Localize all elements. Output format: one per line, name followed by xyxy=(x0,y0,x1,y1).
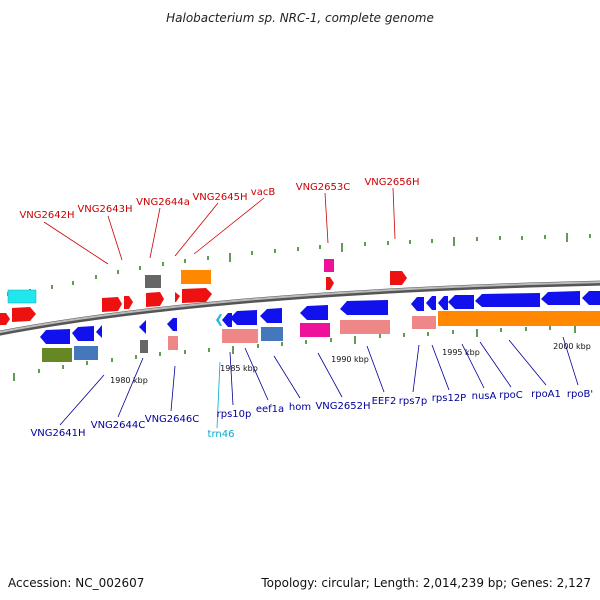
gene-label[interactable]: eef1a xyxy=(256,404,284,415)
bottom-leader-lines xyxy=(59,336,579,426)
trna-leader-line xyxy=(216,361,221,429)
trna-label[interactable]: trn46 xyxy=(208,429,235,440)
gene-feature[interactable] xyxy=(216,314,222,326)
gene-feature[interactable] xyxy=(340,300,388,315)
gene-feature[interactable] xyxy=(412,316,436,329)
scale-tick-label: 1990 kbp xyxy=(331,355,369,364)
gene-feature[interactable] xyxy=(175,292,180,302)
gene-feature[interactable] xyxy=(541,291,580,305)
accession-text: Accession: NC_002607 xyxy=(8,576,144,590)
gene-label[interactable]: VNG2644C xyxy=(91,420,146,431)
gene-feature[interactable] xyxy=(475,293,540,307)
gene-label[interactable]: nusA xyxy=(472,391,497,402)
gene-label[interactable]: rpoB' xyxy=(567,389,593,400)
map-title: Halobacterium sp. NRC-1, complete genome xyxy=(166,11,434,25)
gene-feature[interactable] xyxy=(74,346,98,360)
gene-label[interactable]: VNG2643H xyxy=(77,204,132,215)
gene-label[interactable]: VNG2652H xyxy=(315,401,370,412)
gene-feature[interactable] xyxy=(12,307,36,322)
gene-label[interactable]: vacB xyxy=(251,187,276,198)
scale-tick-label: 2000 kbp xyxy=(553,342,591,351)
gene-feature[interactable] xyxy=(40,329,70,344)
gene-feature[interactable] xyxy=(582,291,600,305)
gene-feature[interactable] xyxy=(167,318,177,331)
gene-feature[interactable] xyxy=(140,340,148,353)
gene-label[interactable]: VNG2656H xyxy=(364,177,419,188)
gene-label[interactable]: rps10p xyxy=(217,409,252,420)
gene-feature[interactable] xyxy=(181,270,211,284)
gene-feature[interactable] xyxy=(426,296,436,310)
gene-feature[interactable] xyxy=(0,313,10,325)
gene-label[interactable]: VNG2641H xyxy=(30,428,85,439)
topology-text: Topology: circular; Length: 2,014,239 bp… xyxy=(260,576,591,590)
gene-feature[interactable] xyxy=(102,297,122,312)
gene-label[interactable]: rpoA1 xyxy=(531,389,561,400)
inner-tick-ring xyxy=(13,325,576,381)
gene-feature[interactable] xyxy=(182,288,212,303)
top-leader-lines xyxy=(43,187,396,265)
gene-feature[interactable] xyxy=(146,292,164,307)
gene-feature[interactable] xyxy=(411,297,424,311)
gene-feature[interactable] xyxy=(72,326,94,341)
top-strand-features xyxy=(0,259,407,325)
gene-label[interactable]: rpoC xyxy=(499,390,523,401)
gene-feature[interactable] xyxy=(7,289,37,304)
scale-tick-label: 1985 kbp xyxy=(220,364,258,373)
scale-tick-label: 1995 kbp xyxy=(442,348,480,357)
scale-ticks: 1980 kbp 1985 kbp 1990 kbp 1995 kbp 2000… xyxy=(110,342,591,385)
gene-feature[interactable] xyxy=(222,313,232,327)
gene-feature[interactable] xyxy=(390,271,407,285)
gene-label[interactable]: VNG2645H xyxy=(192,192,247,203)
top-labels: VNG2642H VNG2643H VNG2644a VNG2645H vacB… xyxy=(19,177,419,221)
gene-feature[interactable] xyxy=(230,310,257,325)
gene-label[interactable]: VNG2642H xyxy=(19,210,74,221)
gene-feature[interactable] xyxy=(42,348,72,362)
gene-feature[interactable] xyxy=(139,320,146,334)
gene-feature[interactable] xyxy=(261,327,283,341)
gene-feature[interactable] xyxy=(222,329,258,343)
gene-feature[interactable] xyxy=(96,325,102,338)
gene-label[interactable]: rps12P xyxy=(432,393,466,404)
gene-feature[interactable] xyxy=(324,259,334,272)
gene-feature[interactable] xyxy=(300,305,328,320)
gene-label[interactable]: VNG2644a xyxy=(136,197,190,208)
gene-feature[interactable] xyxy=(168,336,178,350)
gene-label[interactable]: EEF2 xyxy=(372,396,397,407)
scale-tick-label: 1980 kbp xyxy=(110,376,148,385)
gene-label[interactable]: VNG2653C xyxy=(296,182,351,193)
gene-label[interactable]: rps7p xyxy=(399,396,427,407)
gene-feature[interactable] xyxy=(438,311,600,326)
gene-feature[interactable] xyxy=(300,323,330,337)
outer-tick-ring xyxy=(7,233,591,296)
gene-label[interactable]: VNG2646C xyxy=(145,414,200,425)
gene-feature[interactable] xyxy=(124,296,133,309)
bottom-strand-features xyxy=(40,291,600,362)
gene-feature[interactable] xyxy=(340,320,390,334)
gene-feature[interactable] xyxy=(145,275,161,288)
gene-feature[interactable] xyxy=(438,296,448,310)
gene-feature[interactable] xyxy=(448,295,474,309)
bottom-labels: VNG2641H VNG2644C VNG2646C rps10p trn46 … xyxy=(30,389,593,440)
gene-label[interactable]: hom xyxy=(289,402,311,413)
gene-feature[interactable] xyxy=(326,277,334,290)
gene-feature[interactable] xyxy=(260,308,282,323)
